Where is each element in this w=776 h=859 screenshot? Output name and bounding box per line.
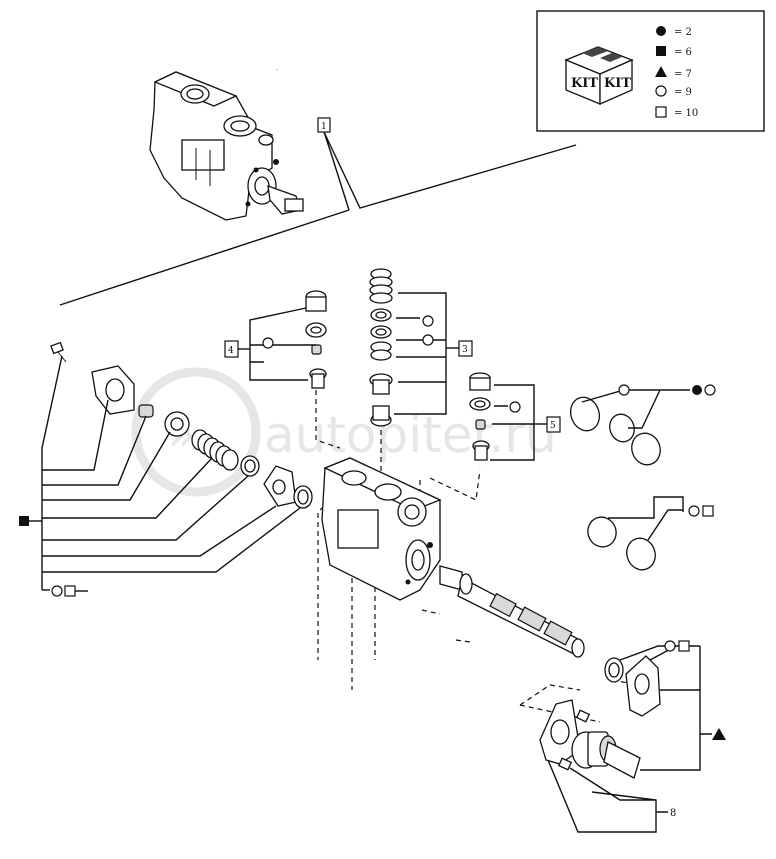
filled-square-icon bbox=[19, 516, 29, 526]
legend-item-filled-triangle: = 7 bbox=[674, 69, 692, 80]
open-circle-icon bbox=[664, 640, 676, 652]
legend-item-open-square: = 10 bbox=[674, 108, 698, 119]
open-circle-icon bbox=[704, 384, 716, 396]
filled-square-icon bbox=[656, 46, 666, 56]
left-cap-assembly bbox=[50, 341, 313, 509]
ref-label-5: 5 bbox=[550, 421, 556, 431]
kit-box-icon: KIT KIT bbox=[564, 46, 634, 105]
spool bbox=[439, 565, 585, 658]
valve-section-top-view bbox=[149, 71, 304, 221]
lower-flange-assembly: 8 bbox=[539, 640, 726, 833]
kit-label-left: KIT bbox=[571, 76, 598, 91]
filled-circle-icon bbox=[656, 26, 666, 36]
watermark-text: autopiter.ru bbox=[264, 406, 557, 464]
open-square-icon bbox=[678, 640, 690, 652]
ref-label-1: 1 bbox=[321, 122, 327, 132]
ref-4-group: 4 bbox=[224, 290, 327, 389]
part-number-8: 8 bbox=[670, 808, 676, 819]
filled-circle-icon bbox=[692, 385, 702, 395]
open-circle-icon bbox=[655, 85, 667, 97]
ref-label-3: 3 bbox=[462, 345, 468, 355]
legend-item-filled-square: = 6 bbox=[674, 47, 692, 58]
open-square-icon bbox=[64, 585, 76, 597]
valve-body bbox=[321, 457, 442, 601]
filled-triangle-icon bbox=[655, 66, 667, 77]
open-circle-icon bbox=[509, 401, 521, 413]
open-circle-icon bbox=[618, 384, 630, 396]
divider-line bbox=[59, 209, 350, 306]
dot-mark: · bbox=[276, 67, 278, 74]
left-leaders bbox=[19, 355, 301, 597]
spring bbox=[191, 429, 239, 471]
o-ring-set-lower bbox=[587, 496, 714, 571]
ref-1-leader bbox=[323, 131, 577, 211]
o-ring-set-upper bbox=[569, 384, 716, 466]
legend-item-filled-circle: = 2 bbox=[674, 27, 692, 38]
open-circle-icon bbox=[51, 585, 63, 597]
legend-box: KIT KIT = 2 = 6 = 7 = 9 = 10 bbox=[536, 10, 765, 132]
open-circle-icon bbox=[262, 337, 274, 349]
open-circle-icon bbox=[422, 315, 434, 327]
open-circle-icon bbox=[688, 505, 700, 517]
ref-3-group: 3 bbox=[369, 268, 473, 427]
filled-triangle-icon bbox=[712, 728, 726, 740]
kit-label-right: KIT bbox=[604, 76, 631, 91]
open-circle-icon bbox=[422, 334, 434, 346]
legend-item-open-circle: = 9 bbox=[674, 87, 692, 98]
open-square-icon bbox=[702, 505, 714, 517]
ref-label-4: 4 bbox=[228, 346, 234, 356]
watermark: » autopiter.ru bbox=[131, 367, 557, 497]
ref-5-group: 5 bbox=[469, 372, 561, 461]
open-square-icon bbox=[655, 106, 667, 118]
